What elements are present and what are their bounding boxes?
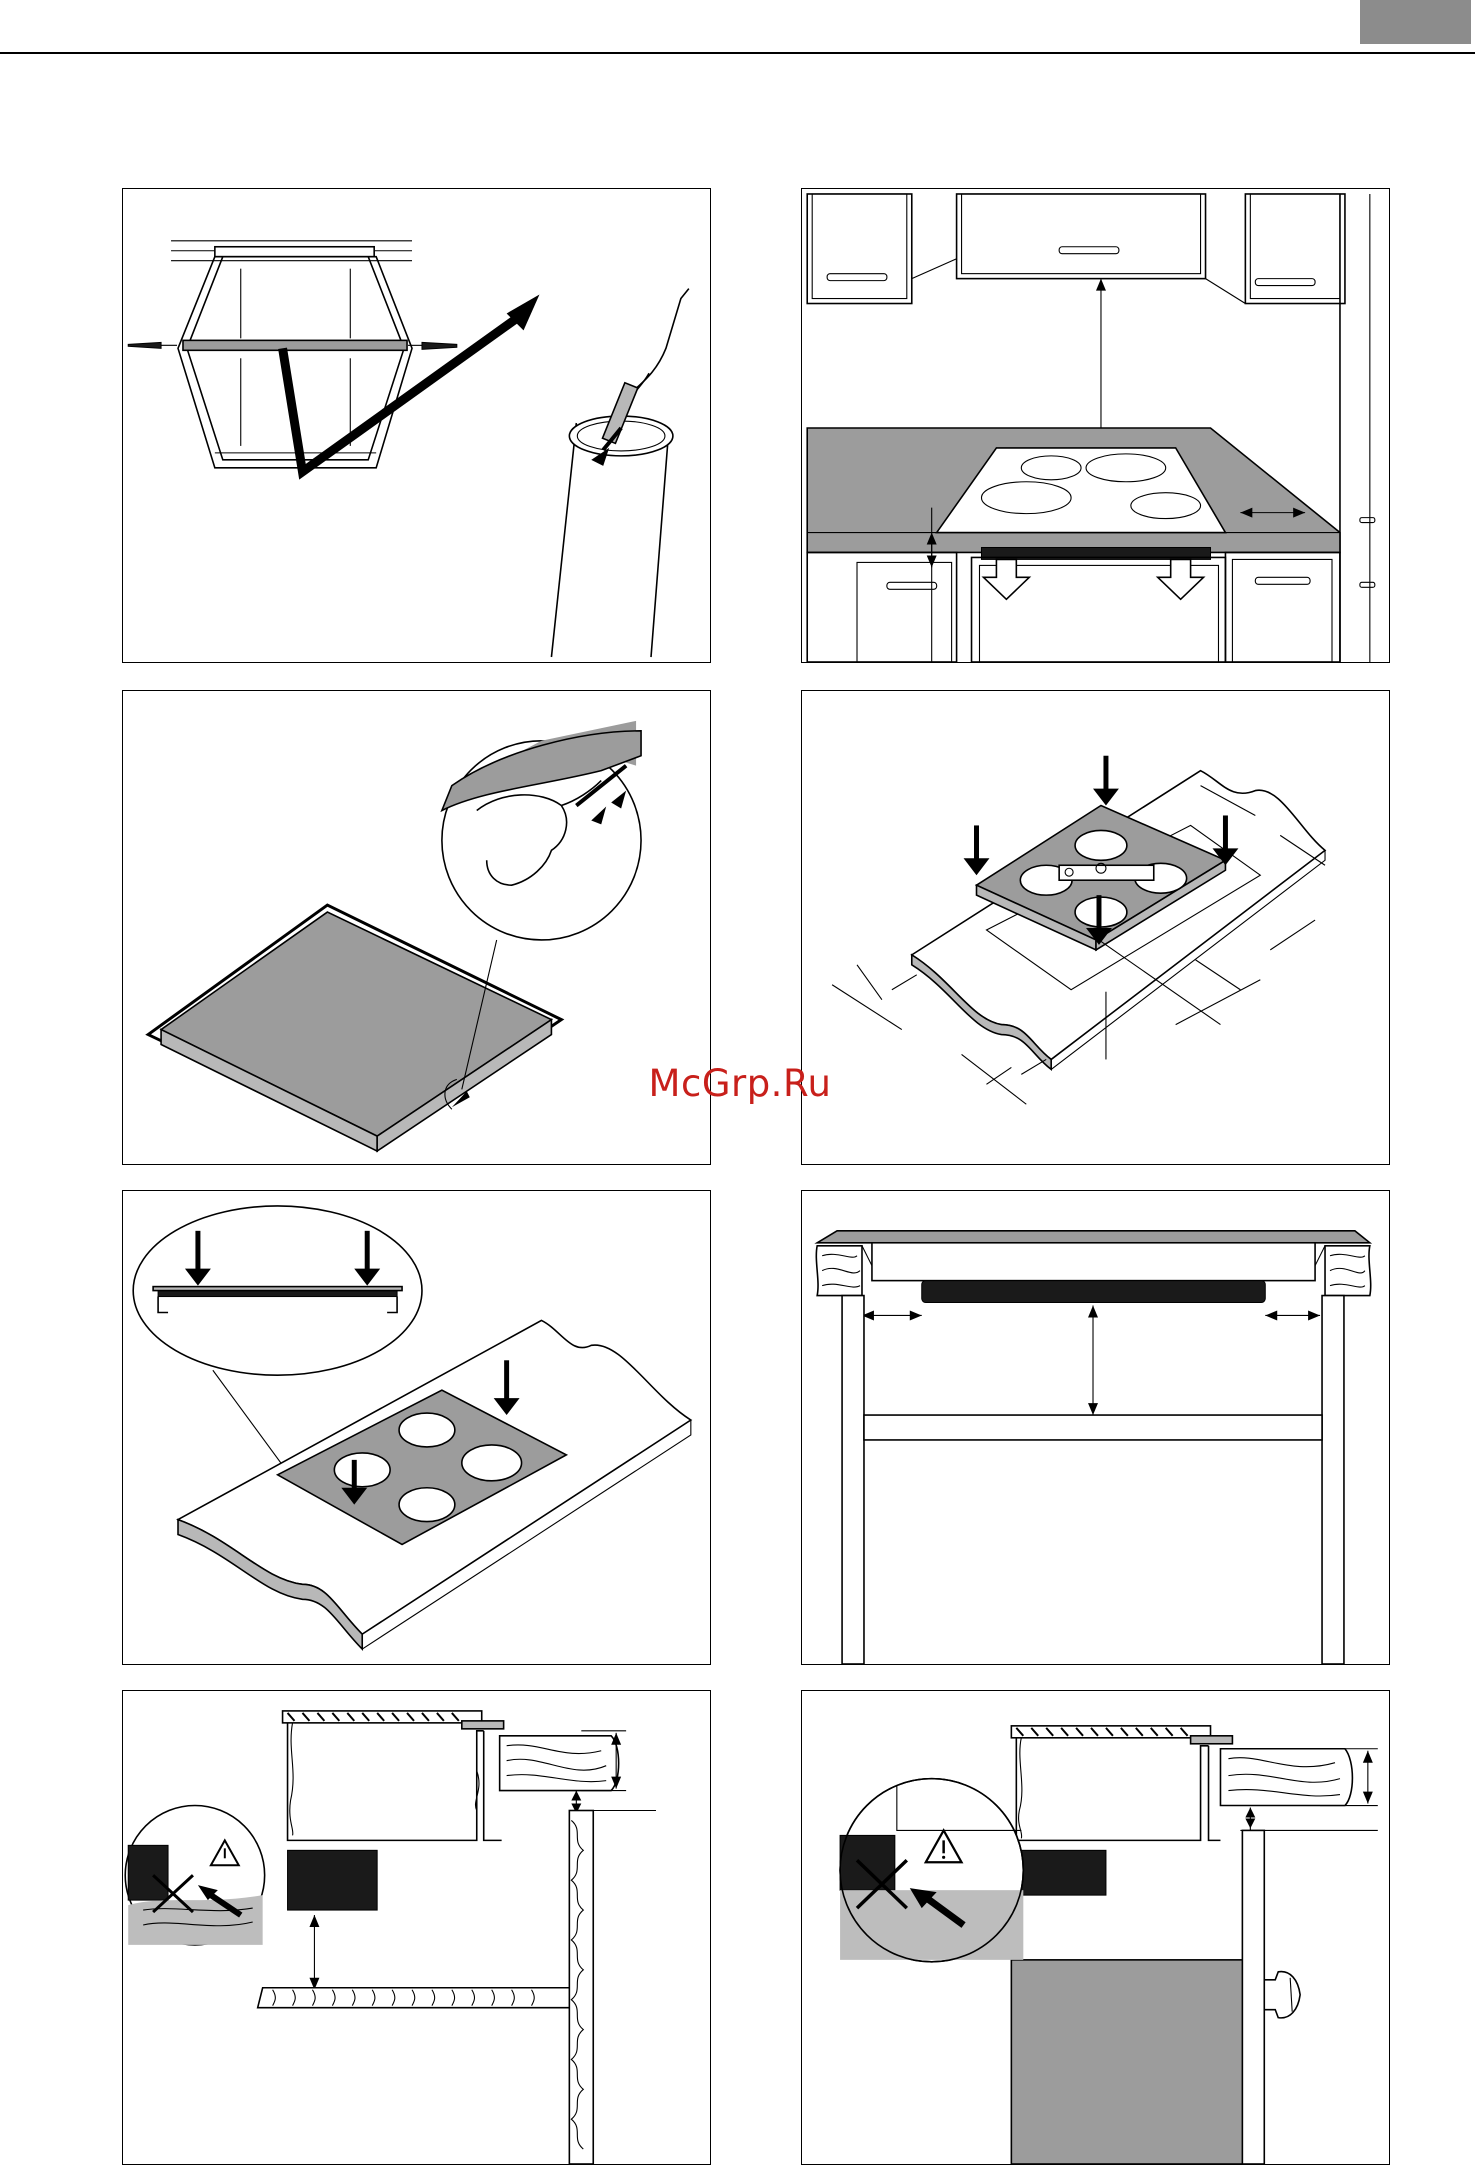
- oven-illustration: [802, 1691, 1389, 2164]
- screw-right-icon: [422, 342, 457, 349]
- figure-cabinet-sealing: [122, 188, 711, 663]
- protection-board-illustration: [123, 1691, 710, 2164]
- press-hob-illustration: [123, 1191, 710, 1664]
- seal-strip-illustration: [123, 691, 710, 1164]
- screw-left-icon: [128, 342, 161, 348]
- page-tab: [1360, 0, 1471, 44]
- figure-apply-seal-strip: [122, 690, 711, 1165]
- header-rule: [0, 52, 1475, 54]
- figure-hob-section-above-cabinet: [801, 1190, 1390, 1665]
- cutout-illustration: [802, 691, 1389, 1164]
- figure-protection-board-under-hob: [122, 1690, 711, 2165]
- kitchen-illustration: [802, 189, 1389, 662]
- section-illustration: [802, 1191, 1389, 1664]
- figure-hob-above-oven: [801, 1690, 1390, 2165]
- figure-cutout-dimensions: [801, 690, 1390, 1165]
- figure-kitchen-clearance: [801, 188, 1390, 663]
- figure-press-hob-into-worktop: [122, 1190, 711, 1665]
- cabinet-illustration: [123, 189, 710, 662]
- watermark: McGrp.Ru: [640, 1062, 840, 1105]
